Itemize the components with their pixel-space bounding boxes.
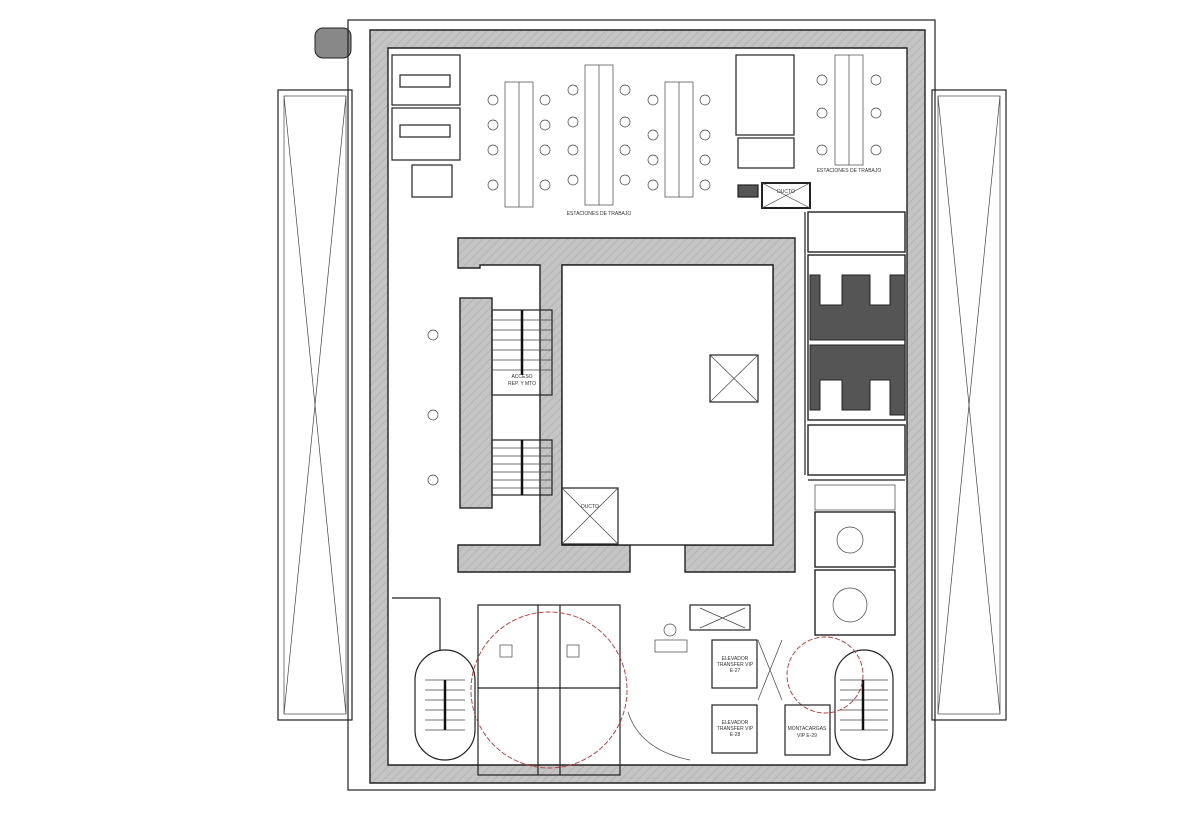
restrooms [477, 604, 621, 776]
exterior-wall [369, 29, 926, 784]
stair-left [414, 649, 476, 761]
revision-cloud [786, 636, 864, 714]
right-canopy [931, 89, 1007, 721]
top-right-office [735, 54, 811, 209]
elevator-e28-label: TRANSFER VIP [717, 726, 754, 732]
building-outline [347, 19, 936, 791]
elevator-e27-label: ELEVADOR [722, 656, 749, 662]
workstations-label: ESTACIONES DE TRABAJO [817, 168, 882, 174]
hatched-column [459, 297, 493, 509]
stairs-upper [491, 309, 553, 396]
core-shaft [561, 264, 774, 546]
workstations-label: ESTACIONES DE TRABAJO [567, 211, 632, 217]
freight-elevator-label: VIP E-29 [797, 733, 817, 739]
elevator-e28-label: ELEVADOR [722, 720, 749, 726]
shaft-x [709, 354, 759, 403]
elevator-e28-label: E-28 [730, 732, 741, 738]
duct-top-label: DUCTO [777, 189, 795, 195]
elevator-e27-label: TRANSFER VIP [717, 662, 754, 668]
partitions [392, 212, 905, 650]
elevators [689, 604, 831, 756]
stairs-lower [491, 439, 553, 496]
stair-right [834, 649, 894, 761]
duct: DUCTO [561, 487, 619, 545]
right-rooms [807, 211, 906, 636]
left-canopy [277, 89, 353, 721]
maintenance-label: REP. Y MTO [508, 381, 536, 387]
workstations [487, 54, 882, 208]
rolled-shutter [314, 27, 352, 59]
freight-elevator-label: MONTACARGAS [788, 726, 827, 732]
planters [427, 329, 439, 486]
elevator-e27-label: E-27 [730, 668, 741, 674]
duct-label: DUCTO [581, 504, 599, 510]
reception [627, 623, 691, 761]
top-left-offices [391, 54, 461, 198]
revision-cloud [470, 611, 628, 769]
access-label: ACCESO [511, 374, 532, 380]
